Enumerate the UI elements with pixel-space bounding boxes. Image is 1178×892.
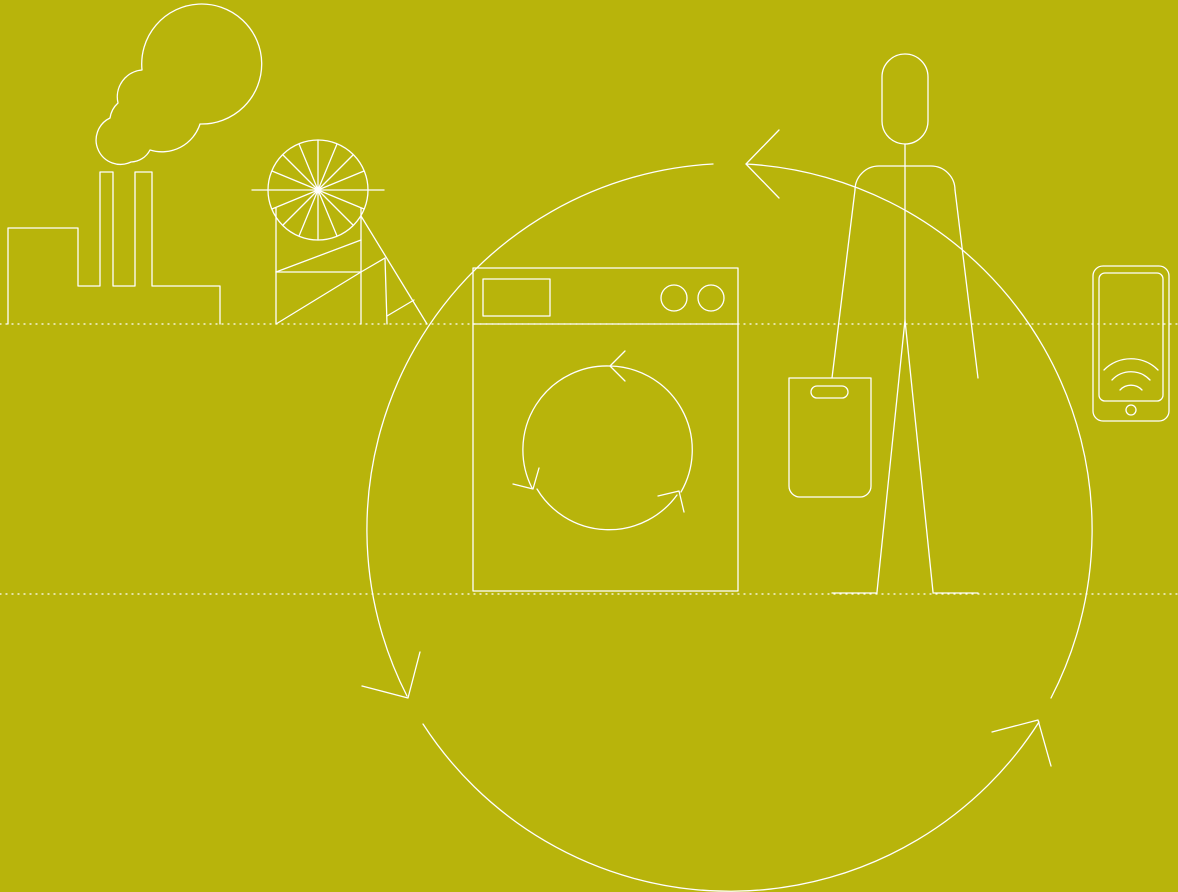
background (0, 0, 1178, 892)
circular-economy-illustration (0, 0, 1178, 892)
